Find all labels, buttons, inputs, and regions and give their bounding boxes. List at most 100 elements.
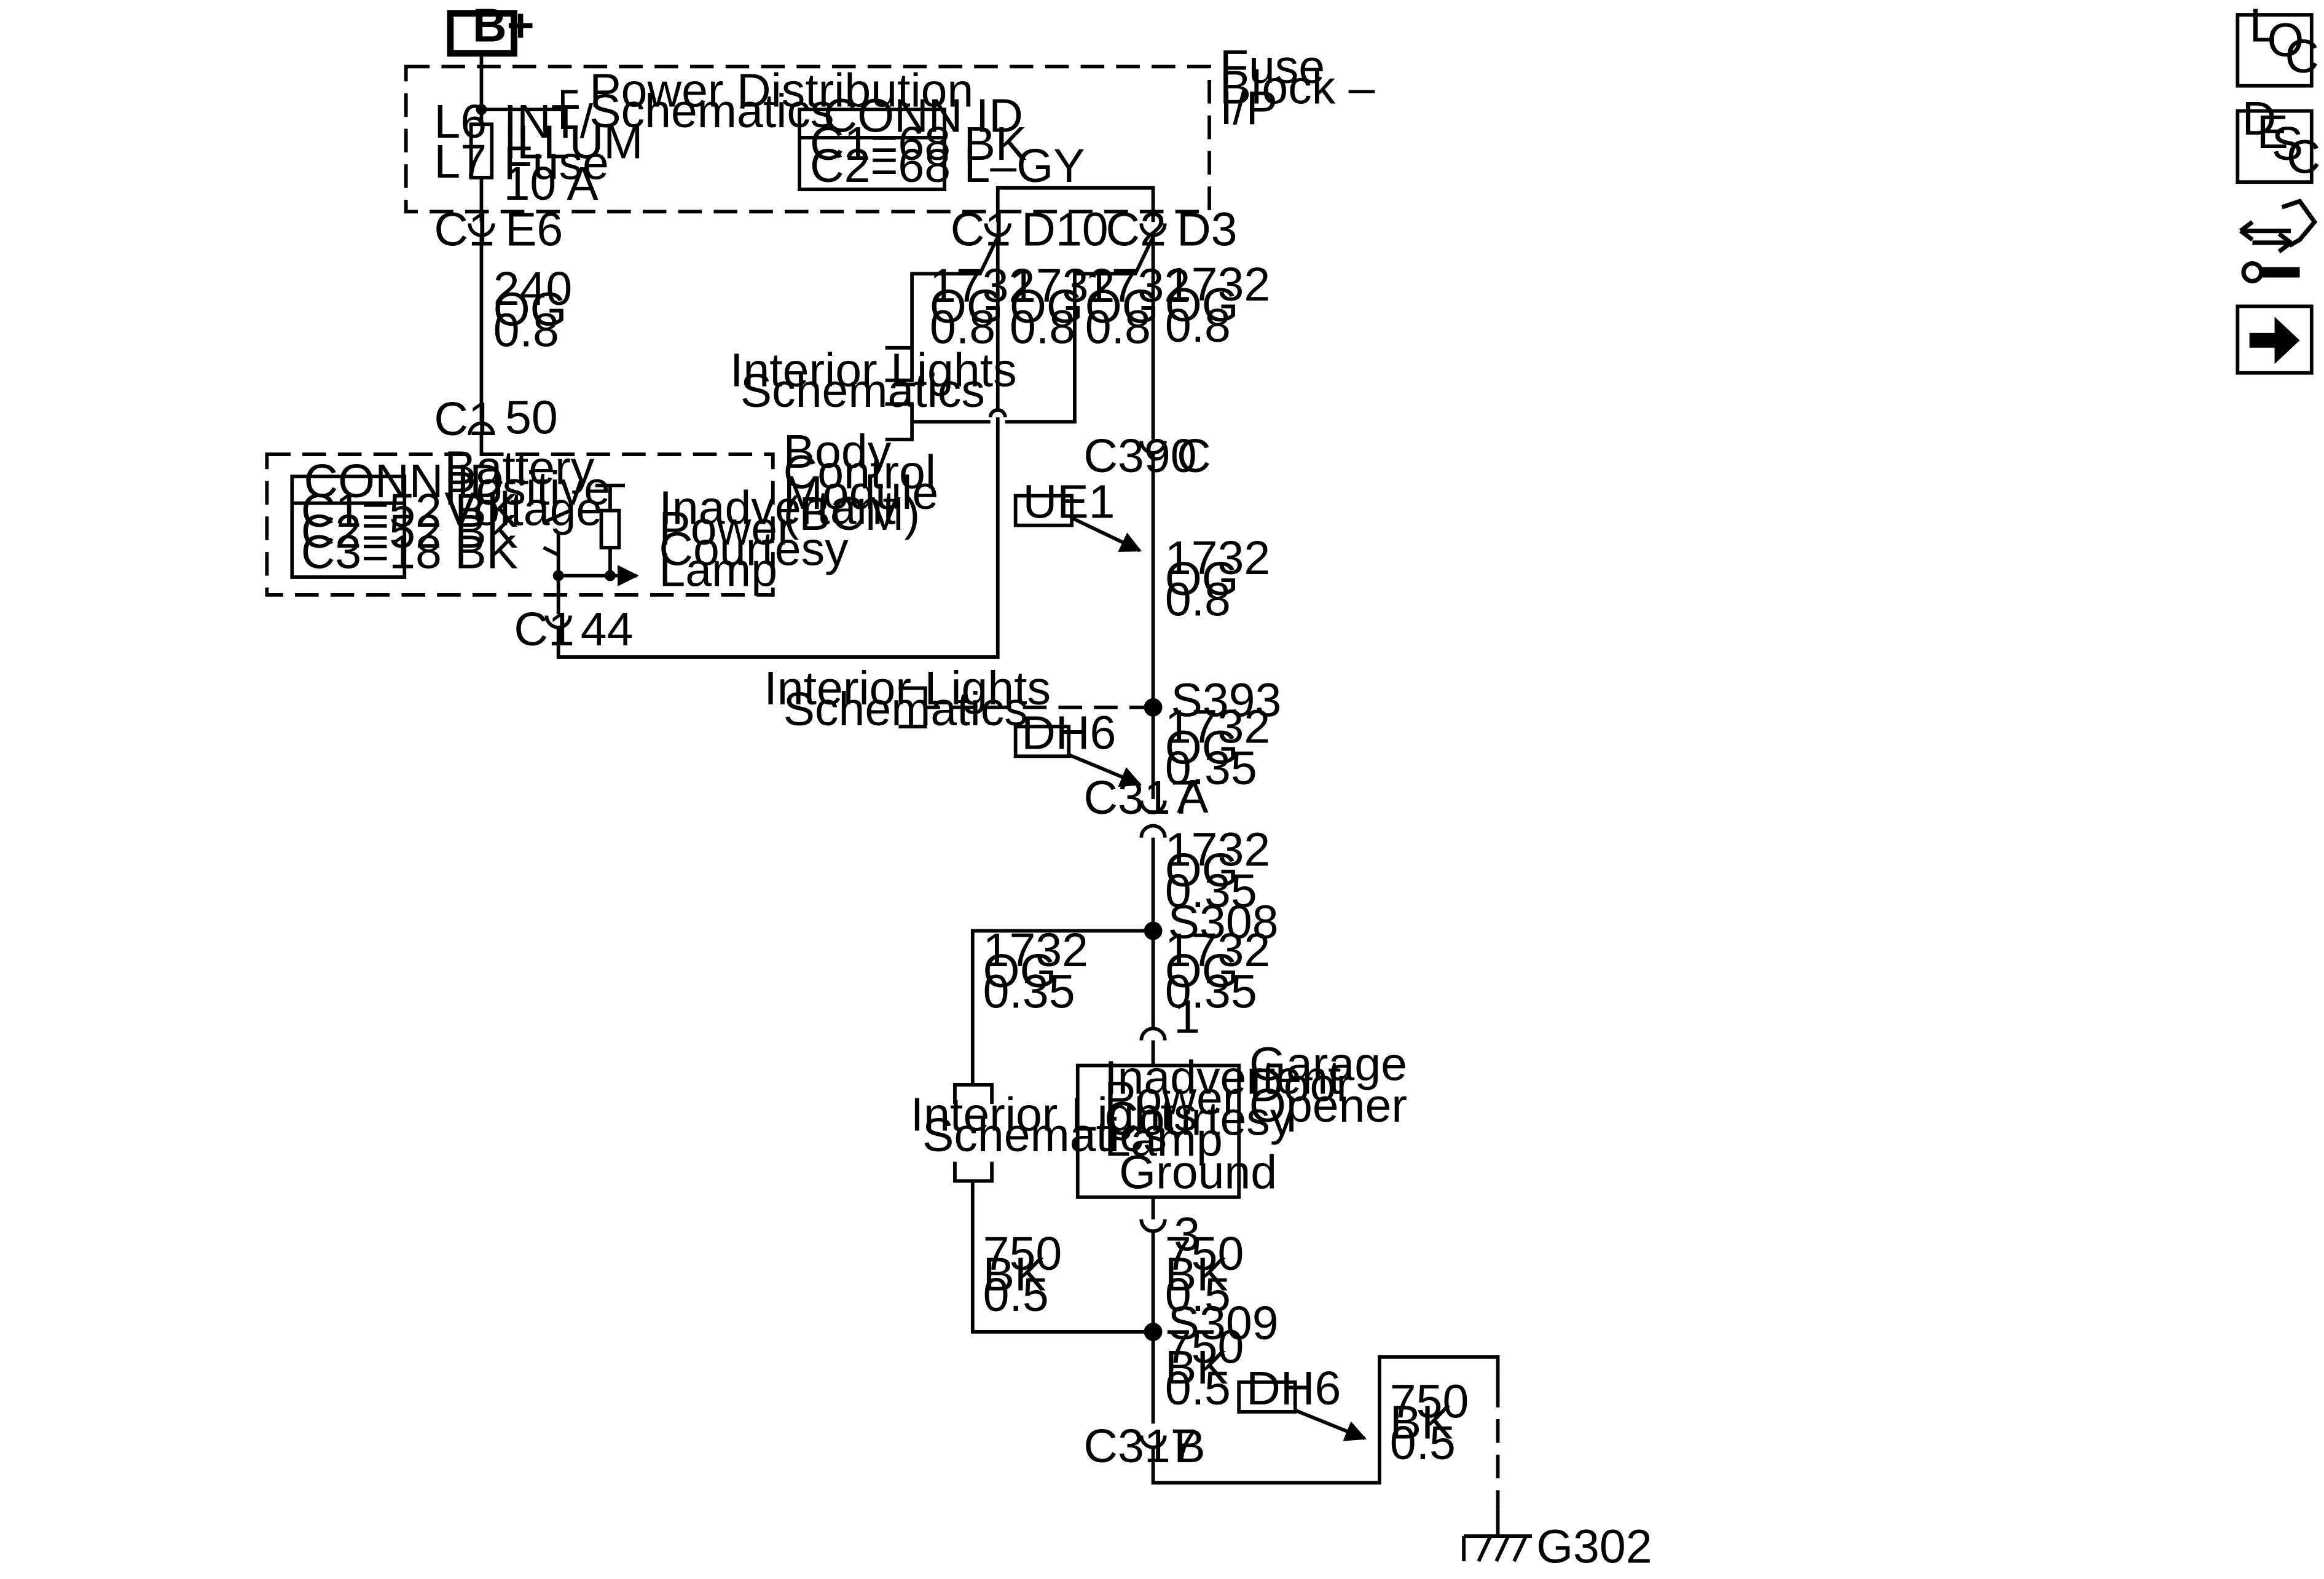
connector-bcm-50-conn: C1 [434, 393, 494, 446]
nav-location-button[interactable] [2236, 13, 2314, 88]
bcm-conn-id-1: C1=52 BK [301, 484, 518, 537]
nav-description-button[interactable] [2236, 109, 2314, 184]
interior-lights-ref-1a: Interior Lights [730, 344, 1017, 396]
bcm-outline [265, 452, 775, 597]
fuse-block-conn-id-title: CONN ID [823, 89, 1023, 142]
connector-c1-e6 [468, 223, 495, 237]
wire-750-a-color: BK [983, 1248, 1046, 1301]
fuse-block-conn-id-2: C2=68 L–GY [810, 140, 1085, 192]
wire-1732-a-circuit: 1732 [930, 259, 1035, 312]
fuse-label-2: ILLUM [504, 116, 643, 169]
garage-door-opener-box [1075, 1063, 1241, 1199]
option-ue1-label: UE1 [1023, 476, 1115, 529]
splice-s393-label: S393 [1171, 674, 1281, 726]
wire-1732-a-color: OG [930, 280, 1003, 333]
gdo-name-3: Opener [1249, 1079, 1407, 1132]
interior-lights-bracket-1 [885, 345, 914, 382]
bcm-conn-id-title: CONN ID [304, 455, 504, 508]
wire-240-circuit: 240 [493, 262, 573, 315]
bcm-name-3: Module [783, 467, 939, 519]
bcm-input-1: Battery [444, 441, 595, 494]
bcm-conn-id-box [290, 474, 407, 579]
wire-1732-e-circuit: 1732 [1165, 532, 1270, 585]
power-distribution-ref-2: Schematics [589, 85, 834, 138]
connector-end-view-icon[interactable] [2239, 199, 2318, 284]
wire-1732-c-size: 0.8 [1085, 301, 1151, 354]
nav-desc-letter-3: S [2272, 117, 2303, 170]
wire-1732-e-size: 0.8 [1165, 573, 1231, 626]
interior-lights-ref-3a: Interior Lights [911, 1088, 1198, 1141]
bcm-output-2: Power [659, 502, 793, 555]
bcm-input-3: Voltage [444, 483, 602, 536]
wire-1732-b-circuit: 1732 [1010, 259, 1115, 312]
connector-gdo-3 [1139, 1219, 1167, 1234]
fuse-label-3: Fuse [504, 136, 609, 189]
gdo-function-4: Lamp [1104, 1113, 1223, 1166]
connector-bcm-50-pin: 50 [505, 391, 558, 444]
nav-loc-letter-3: C [2285, 30, 2319, 83]
wire-1732-g-circuit: 1732 [1165, 823, 1270, 876]
connector-gdo-1-pin: 1 [1174, 991, 1200, 1044]
wire-1732-f-circuit: 1732 [1165, 701, 1270, 754]
wire-240-color: OG [493, 283, 567, 336]
connector-c1-d10-pin: D10 [1021, 203, 1108, 256]
connector-c2-d3-pin: D3 [1177, 203, 1237, 256]
interior-lights-bracket-4 [953, 1082, 994, 1105]
fuse-block-name-3: I/P [1220, 82, 1278, 135]
nav-next-button[interactable] [2236, 304, 2314, 375]
wire-750-b-circuit: 750 [1165, 1227, 1244, 1280]
connector-gdo-3-pin: 3 [1174, 1208, 1200, 1261]
connector-c390-pin: C [1177, 430, 1211, 482]
wire-1732-h-size: 0.35 [983, 966, 1075, 1018]
connector-gdo-1 [1139, 1026, 1167, 1041]
wire-750-d-circuit: 750 [1390, 1376, 1469, 1428]
interior-lights-bracket-3 [898, 686, 927, 729]
nav-desc-letter-4: C [2287, 131, 2321, 184]
bcm-output-3: Courtesy [659, 523, 849, 576]
fuse-block-conn-id-1: C1=68 BK [810, 117, 1027, 170]
nav-desc-letter-2: E [2257, 106, 2288, 159]
bcm-name-4: (BCM) [783, 487, 920, 540]
nav-loc-letter-1: L [2250, 0, 2276, 52]
wire-750-c-color: BK [1165, 1341, 1228, 1394]
wire-1732-d-circuit: 1732 [1165, 258, 1270, 311]
connector-bcm-44-conn: C1 [514, 603, 574, 656]
option-dh6-box-a [1013, 725, 1071, 758]
option-dh6-label-b: DH6 [1246, 1362, 1341, 1415]
gdo-ground-label: Ground [1119, 1146, 1277, 1199]
fuse-block-conn-id-box [798, 108, 946, 192]
wire-750-a-circuit: 750 [983, 1227, 1062, 1280]
connector-c1-e6-pin: E6 [505, 203, 563, 256]
bcm-resistor [599, 508, 621, 549]
wire-1732-b-color: OG [1010, 280, 1083, 333]
wire-1732-d-size: 0.8 [1165, 299, 1231, 352]
wire-1732-i-size: 0.35 [1165, 966, 1257, 1018]
connector-bcm-44 [544, 615, 572, 629]
connector-bcm-50 [468, 421, 495, 436]
wire-1732-h-circuit: 1732 [983, 924, 1088, 977]
wire-750-b-size: 0.5 [1165, 1269, 1231, 1321]
connector-c2-d3-conn: C2 [1106, 203, 1166, 256]
wire-750-b-color: BK [1165, 1248, 1228, 1301]
wire-1732-i-color: OG [1165, 945, 1239, 998]
option-dh6-label-a: DH6 [1021, 706, 1116, 759]
connector-c1-d10-conn: C1 [951, 203, 1011, 256]
gdo-function-2: Power [1104, 1072, 1238, 1125]
gdo-function-1: Inadvertent [1104, 1051, 1341, 1104]
interior-lights-ref-2b: Schematics [783, 683, 1028, 736]
wire-1732-h-color: OG [983, 945, 1057, 998]
connector-c317-a-conn: C317 [1083, 771, 1196, 824]
ground-g302-label: G302 [1536, 1521, 1652, 1573]
splice-s309 [1144, 1322, 1163, 1341]
connector-c317-a-pin: A [1177, 770, 1209, 823]
option-dh6-box-b [1237, 1380, 1297, 1414]
wire-1732-e-color: OG [1165, 553, 1239, 605]
connector-c317-b-conn: C317 [1083, 1420, 1196, 1473]
fuse-block-name-2: Block – [1220, 61, 1375, 114]
bcm-name-2: Control [783, 446, 936, 499]
connector-c317-b-pin: B [1174, 1420, 1205, 1473]
connector-c317-a [1139, 800, 1167, 814]
wire-1732-d-color: OG [1165, 278, 1239, 331]
nav-loc-letter-2: O [2267, 14, 2304, 66]
gdo-function-3: Courtesy [1104, 1093, 1294, 1146]
